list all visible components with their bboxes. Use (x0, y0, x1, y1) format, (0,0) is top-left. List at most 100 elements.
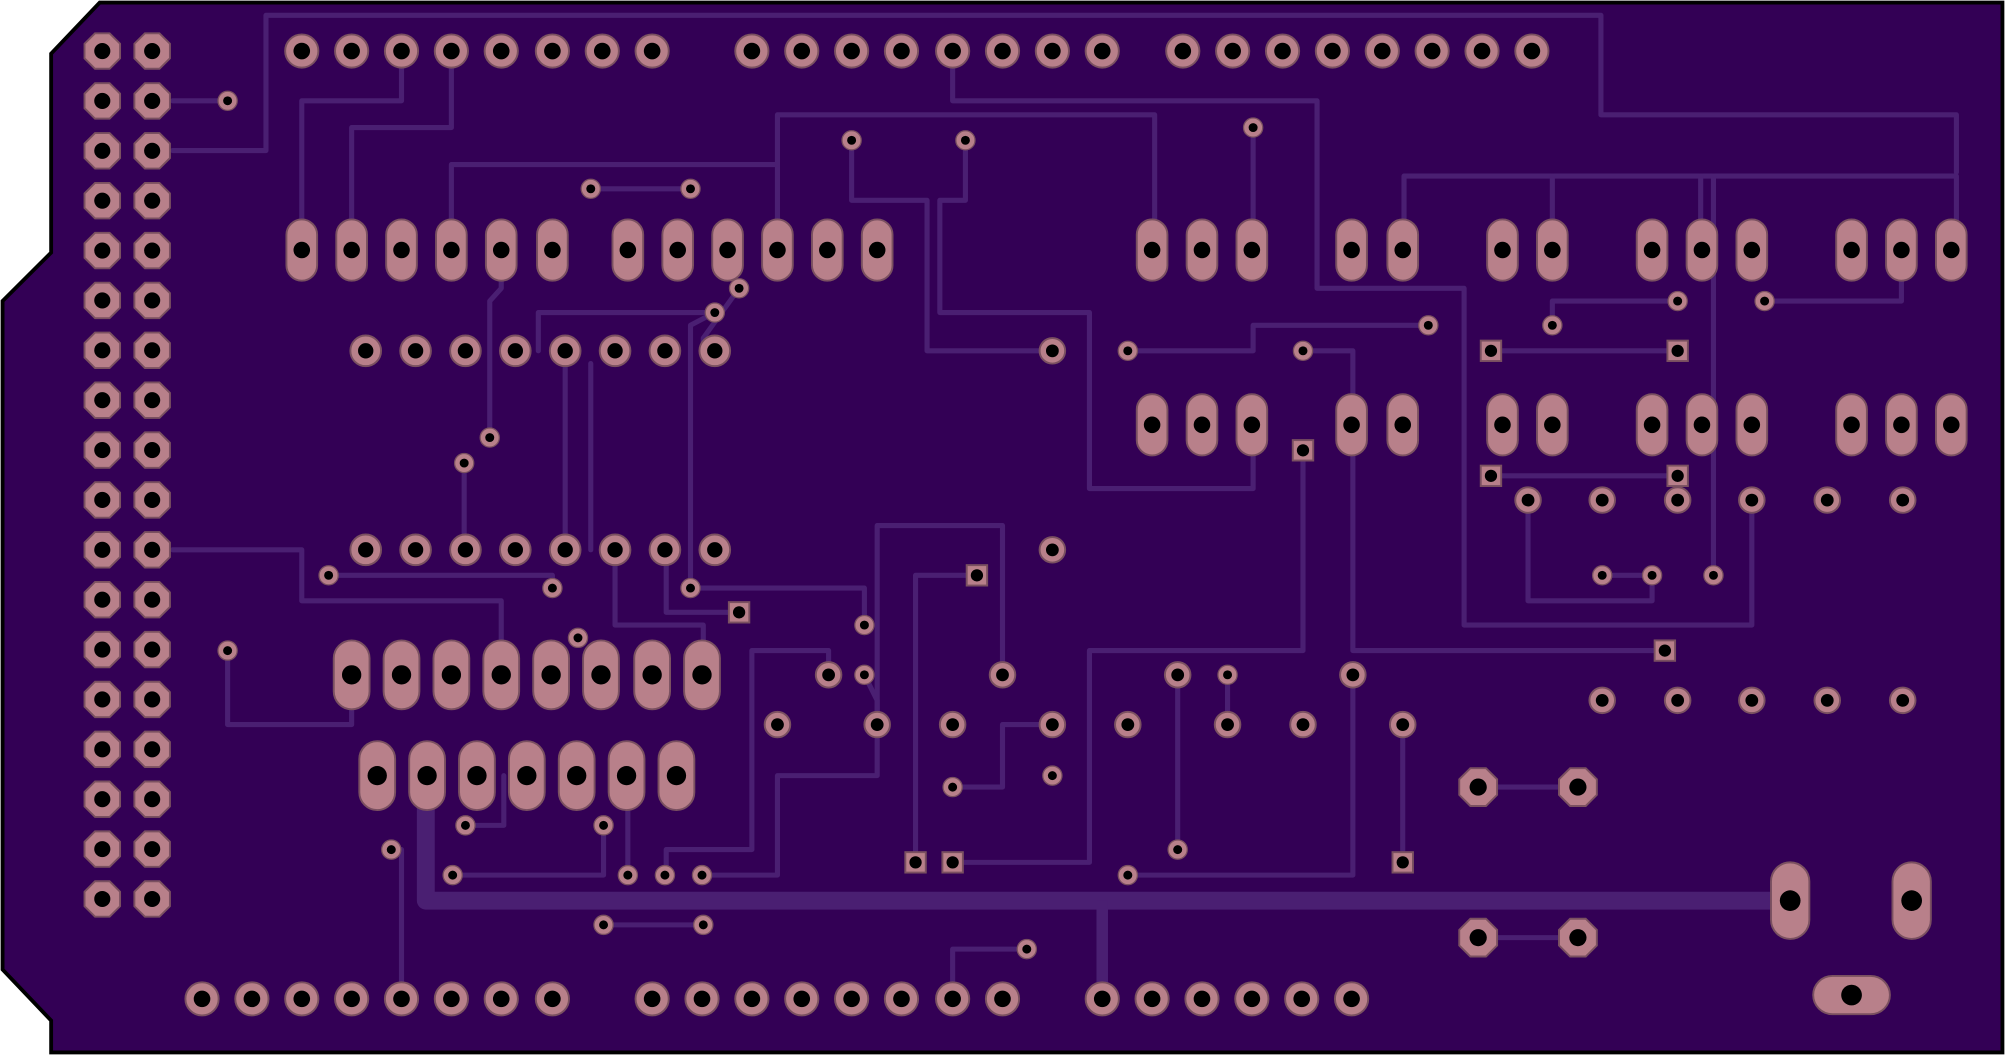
drill-hole (567, 765, 587, 786)
drill-hole (1045, 543, 1059, 557)
drill-hole (1394, 241, 1412, 259)
drill-hole (1274, 42, 1291, 60)
drill-hole (94, 741, 111, 758)
power-bus-trace (416, 775, 1791, 910)
drill-hole (144, 42, 161, 60)
pcb-trace (774, 112, 1158, 253)
drill-hole (193, 990, 211, 1008)
drill-hole (1745, 693, 1759, 707)
drill-hole (1943, 241, 1960, 259)
via-drill (573, 633, 583, 643)
drill-hole (358, 343, 374, 359)
pcb-trace (950, 447, 1306, 865)
pcb-trace (170, 547, 504, 678)
drill-hole (1293, 990, 1311, 1008)
pcb-trace (450, 822, 607, 878)
drill-hole (1943, 416, 1960, 434)
drill-hole (944, 990, 961, 1008)
via-drill (1248, 123, 1258, 133)
drill-hole (144, 541, 161, 558)
via-drill (859, 620, 869, 630)
drill-hole (144, 641, 161, 658)
drill-hole (94, 292, 111, 309)
via-drill (1298, 346, 1308, 356)
drill-hole (1569, 929, 1587, 947)
drill-hole (492, 241, 510, 259)
drill-hole (94, 591, 111, 608)
drill-hole (893, 42, 910, 60)
drill-hole (1820, 693, 1834, 707)
drill-hole (293, 241, 311, 259)
vias (217, 90, 1775, 960)
pcb-trace (535, 309, 718, 354)
drill-hole (144, 192, 161, 209)
drill-hole (243, 990, 261, 1008)
drill-hole (393, 42, 410, 60)
drill-hole (1595, 493, 1609, 507)
drill-hole (1643, 416, 1661, 434)
pcb-trace (1125, 322, 1431, 354)
drill-hole (1671, 493, 1685, 507)
drill-hole (94, 791, 111, 808)
drill-hole (1396, 856, 1409, 869)
drill-hole (358, 542, 374, 558)
drill-hole (893, 990, 910, 1008)
drill-hole (393, 241, 410, 259)
drill-hole (707, 542, 723, 558)
via-drill (459, 458, 469, 468)
drill-hole (1544, 416, 1561, 434)
drill-hole (94, 42, 111, 60)
drill-hole (1193, 241, 1211, 259)
pcb-trace (912, 572, 980, 865)
drill-hole (946, 718, 960, 731)
drill-hole (144, 791, 161, 808)
drill-hole (557, 542, 573, 558)
via-drill (1123, 870, 1133, 880)
drill-hole (1045, 718, 1059, 731)
via-drill (1022, 944, 1032, 954)
drill-hole (1901, 890, 1923, 911)
drill-hole (771, 718, 784, 731)
pcb-trace (937, 137, 1256, 492)
drill-hole (707, 343, 723, 359)
pcb-trace (299, 48, 405, 253)
via-drill (686, 583, 695, 593)
drill-hole (944, 42, 961, 60)
drill-hole (1523, 42, 1541, 60)
drill-hole (144, 392, 161, 409)
via-drill (223, 646, 233, 656)
drill-hole (457, 542, 474, 558)
drill-hole (1143, 241, 1161, 259)
drill-hole (1396, 718, 1410, 731)
drill-hole (1193, 990, 1211, 1008)
drill-hole (94, 192, 111, 209)
drill-hole (1174, 42, 1192, 60)
via-drill (324, 570, 334, 580)
drill-hole (293, 42, 311, 60)
pcb-trace (874, 523, 1006, 728)
drill-hole (94, 392, 111, 409)
via-drill (734, 283, 744, 293)
drill-hole (1494, 416, 1511, 434)
via-drill (448, 870, 458, 880)
drill-hole (1093, 990, 1111, 1008)
via-drill (599, 820, 609, 830)
drill-hole (1044, 42, 1061, 60)
via-drill (686, 184, 695, 194)
drill-hole (819, 241, 836, 259)
drill-hole (544, 42, 561, 60)
drill-hole (144, 142, 161, 159)
drill-hole (616, 765, 637, 786)
drill-hole (94, 541, 111, 558)
drill-hole (970, 569, 984, 582)
drill-hole (1343, 416, 1360, 434)
drill-hole (341, 665, 362, 685)
via-drill (1708, 570, 1718, 580)
via-drill (859, 670, 869, 680)
drill-hole (1896, 693, 1910, 707)
via-drill (599, 920, 609, 930)
drill-hole (144, 591, 161, 608)
via-drill (1647, 570, 1657, 580)
drill-hole (843, 990, 860, 1008)
